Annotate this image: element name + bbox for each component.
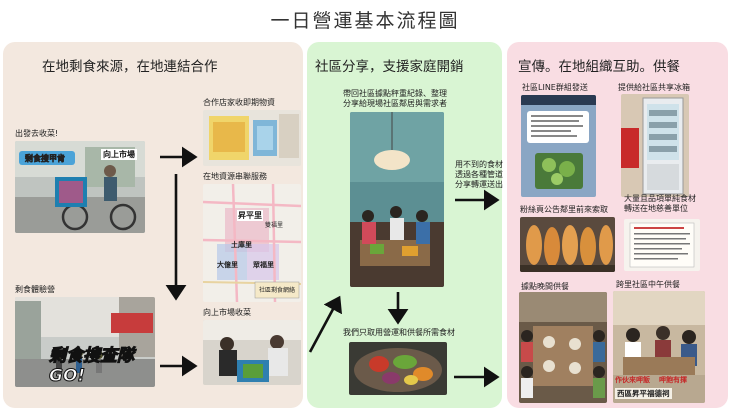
photo-ingredients xyxy=(349,342,447,395)
map-resource-network: 昇平里 土庫里 大億里 眾福里 雙福里 社區剩食網絡 xyxy=(203,184,301,302)
map-label-shengping: 昇平里 xyxy=(237,210,263,221)
photo-banner: 剩食搜查隊GO! xyxy=(49,346,135,387)
caption-depart: 出發去收菜! xyxy=(15,129,59,138)
map-label-dayi: 大億里 xyxy=(217,261,238,269)
caption-transfer-charity: 大量且品項單純食材 轉送在地慈善單位 xyxy=(624,194,696,213)
caption-lunch: 跨里社區中午供餐 xyxy=(616,280,680,289)
caption-resource: 在地資源串聯服務 xyxy=(203,172,267,181)
screenshot-line-chat xyxy=(521,95,596,197)
panel1-heading: 在地剩食來源，在地連結合作 xyxy=(42,59,218,75)
photo-community-fridge xyxy=(621,94,689,197)
caption-transfer-out: 用不到的食材 透過各種管道 分享轉運送出 xyxy=(455,160,503,189)
caption-market: 向上市場收菜 xyxy=(203,308,251,317)
caption-take-needed: 我們只取用營運和供餐所需食材 xyxy=(343,328,455,337)
arrow-to-base xyxy=(308,295,343,353)
photo-sign-1: 剩食搜甲肯 xyxy=(25,154,66,164)
photo-sign-bottom: 西區昇平福德祠 xyxy=(615,388,672,399)
caption-fanpage: 粉絲頁公告鄰里前來索取 xyxy=(520,205,608,214)
panel3-heading: 宣傳。在地組織互助。供餐 xyxy=(518,59,680,75)
photo-community-base xyxy=(350,112,444,287)
photo-tricycle: 剩食搜甲肯 向上市場 xyxy=(15,141,145,233)
photo-fanpage-food xyxy=(520,217,615,272)
photo-lunch: 作伙來呷飯 呷飽有揮 西區昇平福德祠 xyxy=(613,291,705,403)
caption-experience: 剩食體驗營 xyxy=(15,285,55,294)
page-title: 一日營運基本流程圖 xyxy=(270,10,460,32)
map-label-zhongfu: 眾福里 xyxy=(253,261,274,269)
panel2-heading: 社區分享，支援家庭開銷 xyxy=(315,59,464,75)
photo-market xyxy=(203,320,301,385)
photo-sign-left: 作伙來呷飯 xyxy=(615,376,650,384)
caption-line-group: 社區LINE群組發送 xyxy=(522,83,588,92)
caption-dinner: 據點晚間供餐 xyxy=(521,282,569,291)
photo-donation-record xyxy=(624,219,700,271)
photo-store-goods xyxy=(203,110,301,166)
map-note: 社區剩食網絡 xyxy=(259,287,296,294)
map-label-shuangfu: 雙福里 xyxy=(265,222,284,229)
photo-sign-right: 呷飽有揮 xyxy=(659,376,687,384)
photo-sign-2: 向上市場 xyxy=(101,149,137,160)
caption-fridge: 提供給社區共享冰箱 xyxy=(618,83,690,92)
map-label-tuku: 土庫里 xyxy=(231,241,252,249)
photo-experience-camp: 剩食搜查隊GO! xyxy=(15,297,155,387)
caption-store: 合作店家收即期物資 xyxy=(203,98,275,107)
caption-weigh-share: 帶回社區據點秤重紀錄、整理 分享給現場社區鄰居與需求者 xyxy=(343,89,447,108)
photo-dinner xyxy=(519,292,607,403)
